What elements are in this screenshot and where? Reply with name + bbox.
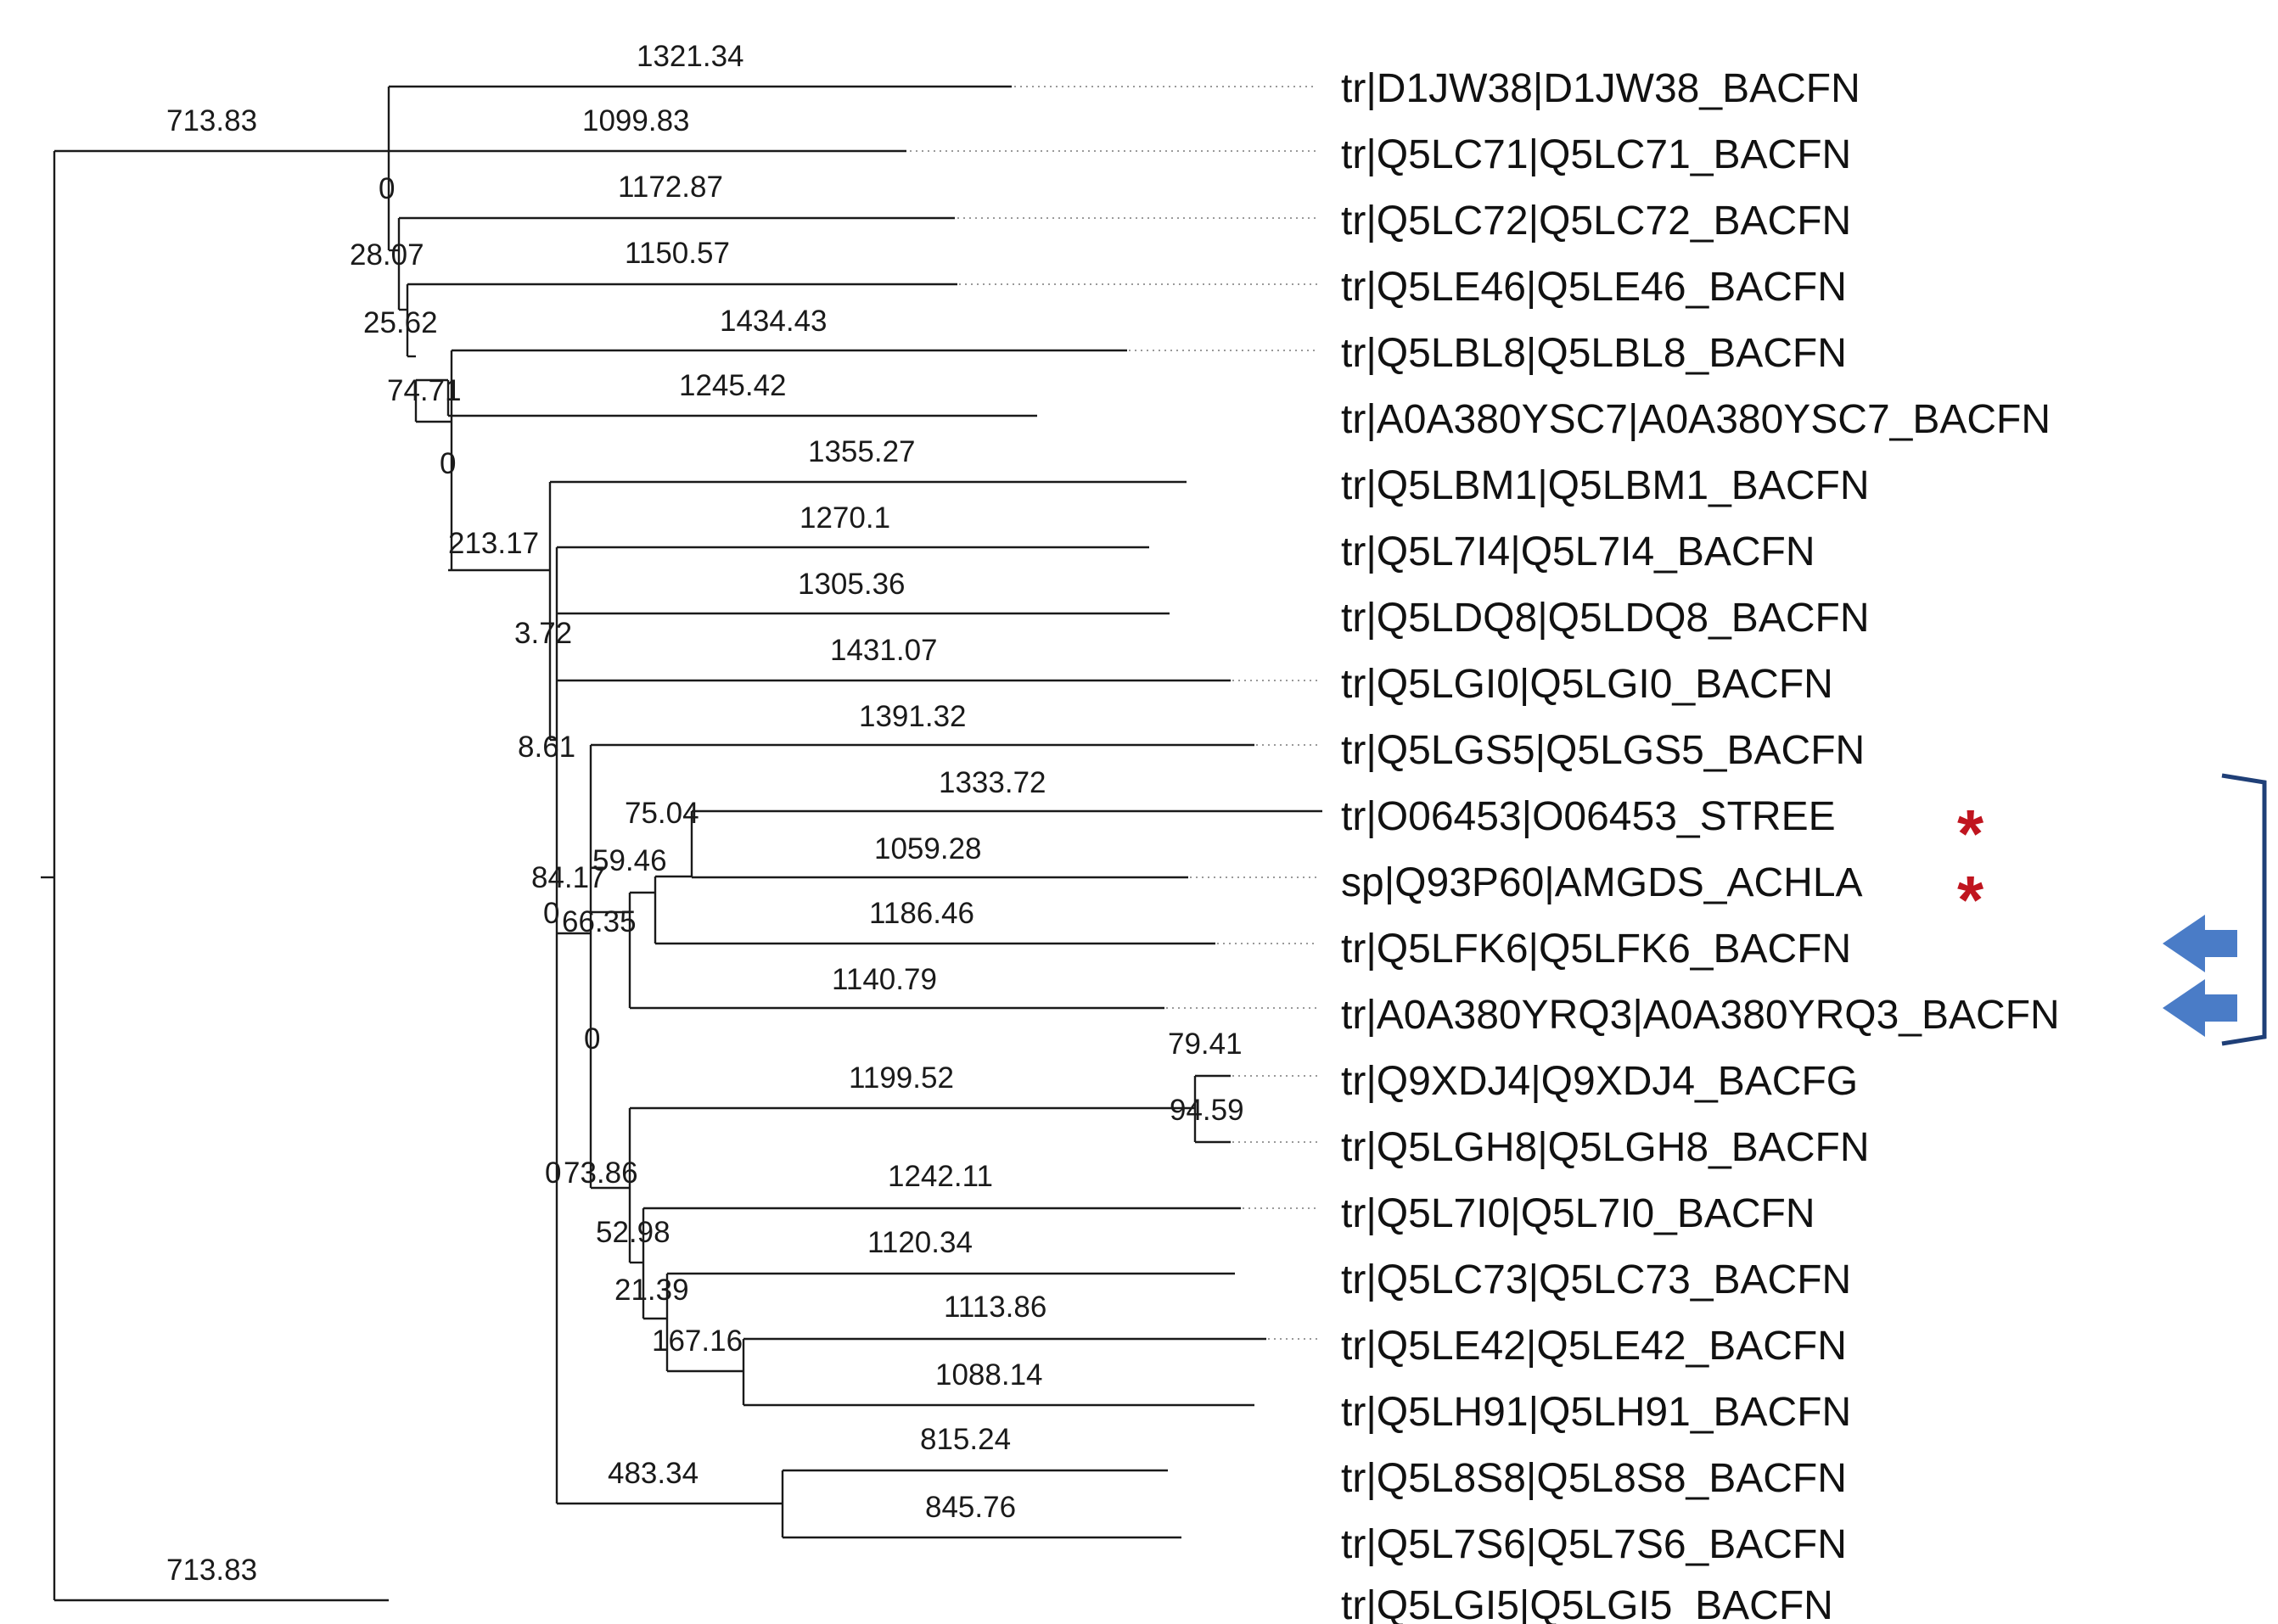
branch-length-label: 1150.57 [625,237,730,270]
leaf-label: tr|Q9XDJ4|Q9XDJ4_BACFG [1341,1059,1858,1104]
internal-node-labels: 0 28.07 25.62 74.71 0 213.17 3.72 8.61 8… [350,172,954,1490]
branch-length-label: 1245.42 [679,369,787,402]
node-label: 0 [543,897,559,930]
branch-length-label: 1140.79 [832,963,937,996]
star-marker: * [1957,862,1984,938]
leaf-label: tr|Q5LFK6|Q5LFK6_BACFN [1341,927,1851,972]
node-label: 0 [584,1022,600,1056]
node-label: 66.35 [562,905,637,938]
leaf-label: tr|Q5LE46|Q5LE46_BACFN [1341,265,1847,310]
leaf-label: tr|A0A380YRQ3|A0A380YRQ3_BACFN [1341,993,2060,1038]
node-label: 213.17 [448,527,539,560]
node-label: 0 [379,172,395,205]
star-marker: * [1957,796,1984,871]
branch-length-label: 1113.86 [944,1291,1046,1324]
node-label: 0 [545,1156,561,1190]
leaf-label: tr|Q5L7S6|Q5L7S6_BACFN [1341,1522,1847,1567]
node-label: 21.39 [614,1274,689,1307]
leaf-label: tr|Q5LC72|Q5LC72_BACFN [1341,199,1851,244]
leaf-label: tr|Q5LGS5|Q5LGS5_BACFN [1341,728,1865,773]
branch-length-label: 1305.36 [798,568,906,601]
leaf-label: tr|Q5LDQ8|Q5LDQ8_BACFN [1341,596,1869,641]
node-label: 483.34 [608,1457,699,1490]
node-label: 1199.52 [849,1061,954,1095]
branch-length-label: 1321.34 [637,40,744,73]
leaf-label: tr|O06453|O06453_STREE [1341,794,1836,839]
branch-length-label: 1088.14 [935,1358,1043,1392]
node-label: 8.61 [518,731,575,764]
node-label: 3.72 [514,617,572,650]
node-label: 73.86 [564,1156,638,1190]
branch-length-labels: 1321.34 1099.83 1172.87 1150.57 1434.43 … [166,40,1244,1587]
leaf-label: tr|Q5LC73|Q5LC73_BACFN [1341,1257,1851,1302]
root-length-label-bottom: 713.83 [166,1554,257,1587]
branch-length-label: 1355.27 [808,435,916,468]
branch-length-label: 1242.11 [888,1160,993,1193]
leaf-label: tr|Q5L8S8|Q5L8S8_BACFN [1341,1456,1847,1501]
branch-length-label: 1059.28 [874,832,982,865]
branch-length-label: 1391.32 [859,700,967,733]
leaf-label: tr|Q5LGI5|Q5LGI5_BACFN [1341,1583,1833,1624]
leaf-labels: tr|D1JW38|D1JW38_BACFN tr|Q5LC71|Q5LC71_… [1341,66,2060,1624]
leaf-label: tr|Q5LGI0|Q5LGI0_BACFN [1341,662,1833,707]
node-label: 75.04 [625,797,699,830]
node-label: 74.71 [387,374,462,407]
branch-length-label: 1333.72 [939,766,1046,799]
branch-length-label: 1431.07 [830,634,938,667]
branch-length-label: 1172.87 [618,171,723,204]
branch-length-label: 1120.34 [867,1226,973,1259]
branch-length-label: 1434.43 [720,305,828,338]
arrow-left-icon [2163,979,2237,1037]
leaf-label: tr|Q5L7I0|Q5L7I0_BACFN [1341,1191,1815,1236]
leaf-label: tr|Q5LBL8|Q5LBL8_BACFN [1341,331,1847,376]
leaf-label: tr|Q5LC71|Q5LC71_BACFN [1341,132,1851,177]
node-label: 25.62 [363,306,438,339]
branch-length-label: 845.76 [925,1491,1016,1524]
leader-lines [910,86,1317,1340]
arrow-left-icon [2163,915,2237,972]
leaf-label: tr|Q5LGH8|Q5LGH8_BACFN [1341,1125,1869,1170]
branch-length-label: 1099.83 [582,104,690,137]
branch-length-label: 79.41 [1168,1028,1243,1061]
leaf-label: tr|Q5LBM1|Q5LBM1_BACFN [1341,463,1869,508]
leaf-label: tr|A0A380YSC7|A0A380YSC7_BACFN [1341,397,2051,442]
leaf-label: tr|Q5L7I4|Q5L7I4_BACFN [1341,529,1815,574]
node-label: 59.46 [592,844,667,877]
leaf-label: tr|D1JW38|D1JW38_BACFN [1341,66,1860,111]
root-length-label-top: 713.83 [166,104,257,137]
branch-length-label: 1270.1 [800,501,890,535]
node-label: 84.17 [531,861,606,894]
branch-length-label: 815.24 [920,1423,1011,1456]
clade-bracket [2221,773,2267,1046]
leaf-label: tr|Q5LE42|Q5LE42_BACFN [1341,1324,1847,1369]
node-label: 167.16 [652,1324,743,1358]
leaf-label: sp|Q93P60|AMGDS_ACHLA [1341,860,1863,905]
branch-length-label: 94.59 [1170,1094,1244,1127]
node-label: 28.07 [350,238,424,272]
branch-length-label: 1186.46 [869,897,974,930]
node-label: 0 [440,447,456,480]
node-label: 52.98 [596,1216,670,1249]
leaf-label: tr|Q5LH91|Q5LH91_BACFN [1341,1390,1851,1435]
